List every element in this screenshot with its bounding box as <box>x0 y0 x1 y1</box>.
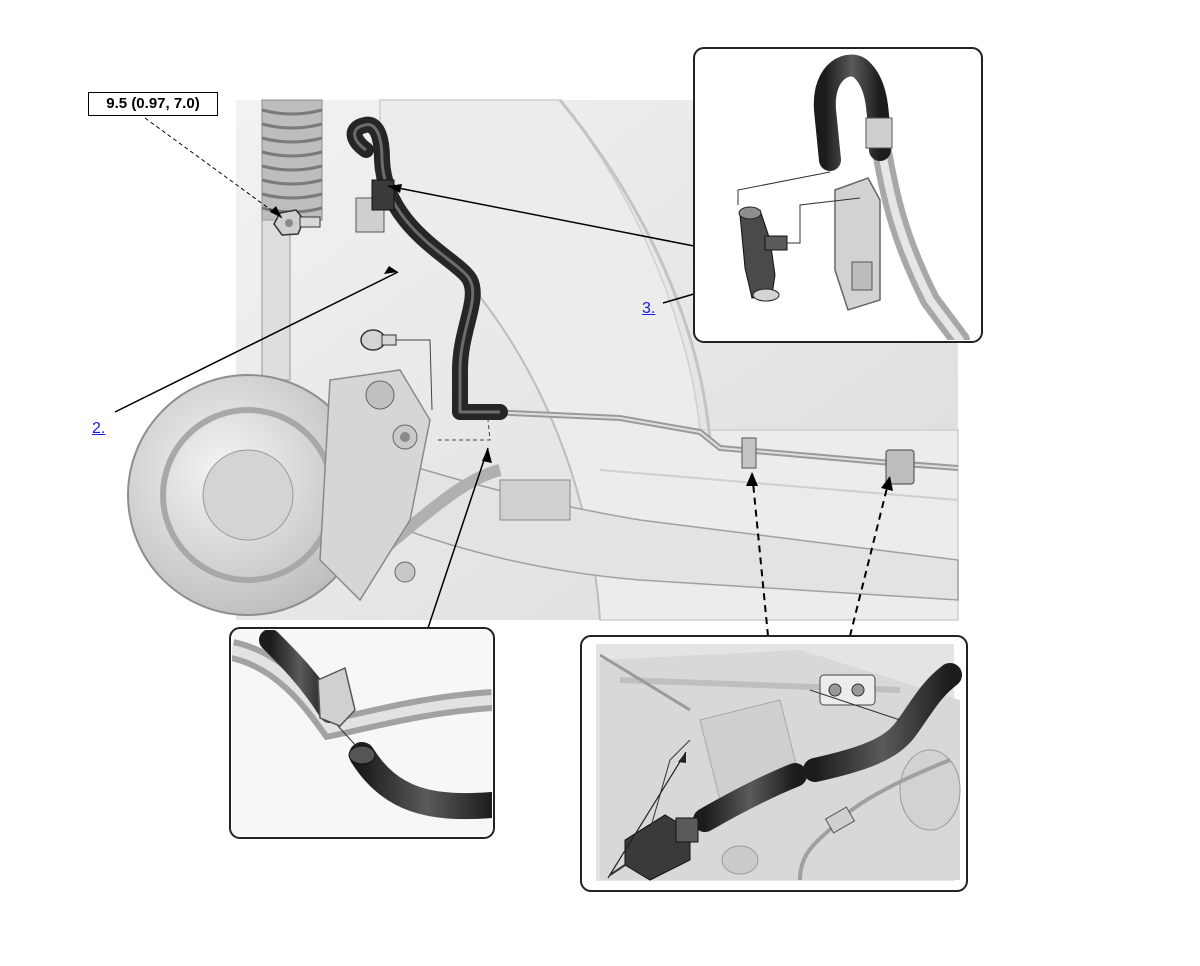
arrow-icon <box>388 184 402 193</box>
leader-line-inset-left <box>427 447 489 629</box>
pipe-fitting <box>885 449 915 485</box>
connector-icon <box>609 814 699 881</box>
bolt-icon <box>273 209 321 236</box>
brake-drum <box>127 374 369 616</box>
arrow-icon <box>384 266 398 274</box>
suspension-arm <box>329 438 959 601</box>
leader-line-2 <box>114 271 399 413</box>
leader-line-inset-top <box>387 185 695 247</box>
torque-leader-line <box>144 117 283 219</box>
arrow-icon <box>881 476 893 491</box>
leader-line-clip <box>751 471 769 637</box>
arrow-icon <box>746 472 758 486</box>
leader-line-fitting <box>849 475 891 637</box>
arrow-icon <box>482 448 492 463</box>
step-3-link[interactable]: 3. <box>642 300 656 317</box>
callout-lines <box>114 117 891 637</box>
step-2-link[interactable]: 2. <box>92 420 106 437</box>
hose-joint <box>371 179 395 211</box>
clip-fastener-icon <box>360 329 397 351</box>
pipe-clip-icon <box>819 674 876 706</box>
inset-hose-disconnect <box>229 627 495 839</box>
pipe-clip <box>741 437 757 469</box>
torque-spec-label: 9.5 (0.97, 7.0) <box>88 92 218 116</box>
shock-absorber <box>261 99 323 381</box>
inset-hose-joint <box>693 47 983 343</box>
arrow-icon <box>270 206 282 218</box>
inset-underbody <box>580 635 968 892</box>
